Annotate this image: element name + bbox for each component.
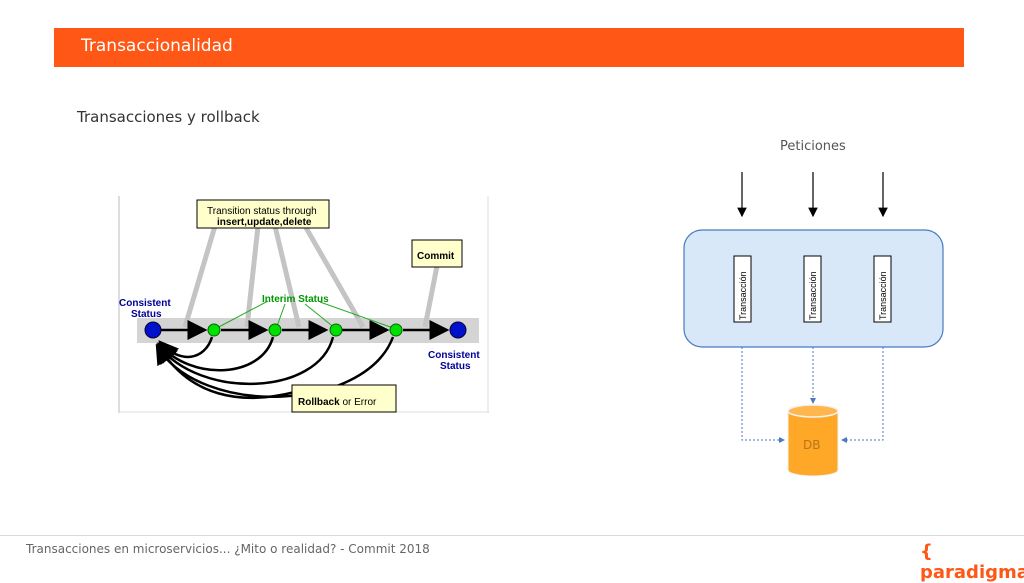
db-label: DB [803, 438, 820, 452]
microservice-diagram: Peticiones Transacción Transacción Trans… [683, 139, 944, 477]
transition-box [196, 199, 330, 229]
rollback-rest: or Error [340, 397, 377, 408]
interim-node [207, 323, 221, 337]
rollback-bold: Rollback [298, 397, 340, 408]
transition-pointers [182, 224, 440, 329]
header-title: Transaccionalidad [81, 36, 233, 56]
transition-box-line2: insert,update,delete [217, 217, 312, 228]
start-node [144, 321, 162, 339]
rollback-label: Rollback or Error [298, 397, 377, 408]
interim-node [389, 323, 403, 337]
section-title: Transacciones y rollback [77, 108, 260, 126]
footer-divider [0, 535, 1024, 536]
consistent-right-1: Consistent [428, 350, 480, 361]
transaction-box [733, 255, 752, 323]
consistent-left-1: Consistent [119, 298, 171, 309]
database-icon [787, 404, 839, 477]
paradigma-logo: { paradigma [920, 541, 1024, 583]
footer-text: Transacciones en microservicios... ¿Mito… [26, 542, 430, 556]
request-arrows [737, 172, 888, 218]
commit-box [411, 239, 463, 268]
end-node [449, 321, 467, 339]
rollback-arrows [155, 336, 395, 399]
interim-node [268, 323, 282, 337]
interim-node [329, 323, 343, 337]
interim-status-label: Interim Status [262, 294, 329, 305]
rollback-box [291, 384, 397, 413]
transaction-label: Transacción [878, 271, 888, 320]
transition-box-line1: Transition status through [207, 206, 317, 217]
transaction-box [873, 255, 892, 323]
db-connectors [741, 347, 884, 443]
transaction-label: Transacción [808, 271, 818, 320]
commit-label: Commit [417, 251, 455, 262]
transaction-state-diagram: Transition status through insert,update,… [118, 196, 489, 413]
transaction-label: Transacción [738, 271, 748, 320]
consistent-right-2: Status [440, 361, 471, 372]
transaction-box [803, 255, 822, 323]
header-bar: Transaccionalidad [54, 28, 964, 67]
consistent-left-2: Status [131, 309, 162, 320]
requests-label: Peticiones [780, 139, 846, 154]
